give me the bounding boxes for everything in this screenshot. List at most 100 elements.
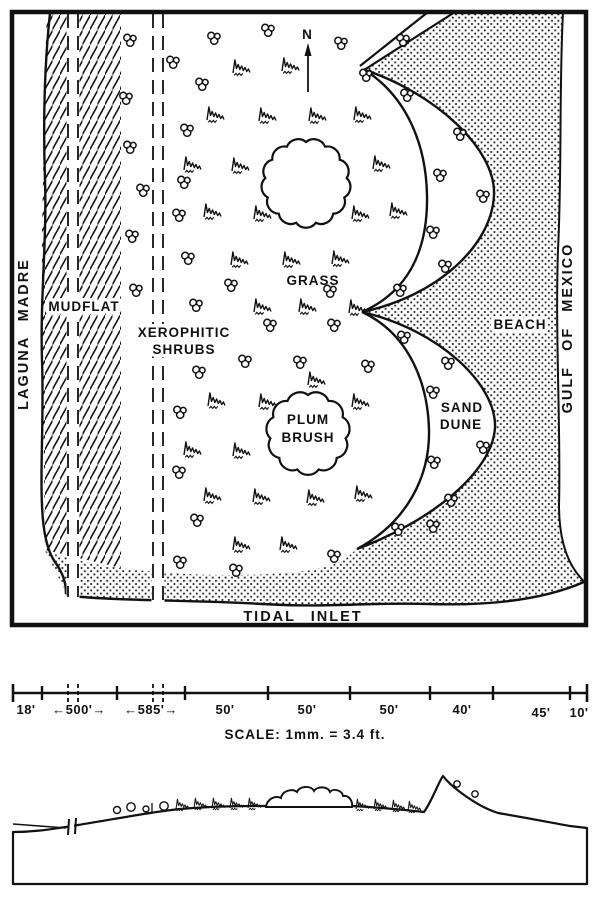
- shrub-symbol: [123, 140, 137, 155]
- scale-segment-label: 10': [569, 705, 588, 720]
- shrub-symbol: [229, 563, 243, 578]
- shrub-symbol: [361, 359, 375, 374]
- sand-dune-label-2: DUNE: [440, 417, 482, 432]
- grass-symbol: [258, 107, 277, 125]
- grass-symbol: [279, 536, 298, 554]
- shrub-symbol: [263, 318, 277, 333]
- scale-segment-label: ←585'→: [124, 702, 178, 717]
- scale-bar-break-marks: [67, 684, 164, 702]
- profile-break-tick: [74, 817, 77, 835]
- shrub-symbol: [192, 365, 206, 380]
- scale-segment-label: 40': [452, 702, 471, 717]
- boundary-channel-1: [66, 14, 80, 598]
- shrub-symbol: [129, 283, 143, 298]
- profile-dune-shrub: [453, 780, 461, 788]
- shrub-symbol: [189, 298, 203, 313]
- scale-segment-label: 45': [531, 705, 550, 720]
- north-arrow: N: [302, 27, 312, 92]
- laguna-madre-label: LAGUNA MADRE: [16, 258, 32, 410]
- shrub-symbol: [261, 23, 275, 38]
- shrub-symbol: [327, 318, 341, 333]
- grass-symbol: [183, 441, 202, 459]
- grass-symbol: [206, 106, 225, 124]
- grass-symbol: [252, 488, 271, 506]
- scale-segment-label: ←500'→: [52, 702, 106, 717]
- grass-symbol: [230, 251, 249, 269]
- plum-brush-circle: [265, 391, 351, 476]
- plum-brush-label-2: BRUSH: [281, 430, 334, 445]
- sand-dune-label-1: SAND: [441, 400, 483, 415]
- beach-label: BEACH: [493, 317, 546, 332]
- profile-shrub: [112, 805, 122, 815]
- profile-dune-shrub: [471, 790, 479, 798]
- shrub-symbol: [359, 68, 373, 83]
- grass-symbol: [281, 57, 300, 75]
- profile-shrub: [159, 801, 169, 811]
- lower-crescent-dune: [356, 310, 497, 551]
- grass-symbol: [331, 250, 350, 268]
- shrub-symbol: [172, 208, 186, 223]
- shrub-symbol: [224, 278, 238, 293]
- grass-symbol: [183, 156, 202, 174]
- shrub-symbol: [334, 36, 348, 51]
- grass-symbol: [353, 106, 372, 124]
- grass-symbol: [307, 371, 326, 389]
- scale-segment-label: 50': [297, 702, 316, 717]
- grass-symbol: [232, 59, 251, 77]
- cross-section-profile: [11, 774, 589, 886]
- shrub-symbol: [190, 513, 204, 528]
- bare-patch-circle: [260, 138, 352, 229]
- shrub-symbol: [123, 33, 137, 48]
- shrub-symbol: [136, 183, 150, 198]
- mudflat-label: MUDFLAT: [48, 299, 119, 314]
- gulf-of-mexico-label: GULF OF MEXICO: [560, 243, 576, 414]
- shrub-symbol: [327, 549, 341, 564]
- grass-symbol: [203, 203, 222, 221]
- map-frame: [9, 9, 589, 628]
- shrub-symbol: [166, 55, 180, 70]
- grass-symbol: [389, 202, 408, 220]
- grass-symbol: [258, 393, 277, 411]
- shrub-symbol: [125, 229, 139, 244]
- top-dune-sliver: [359, 11, 429, 67]
- gulf-shoreline: [556, 11, 585, 583]
- shrub-symbol: [177, 175, 191, 190]
- grass-symbol: [298, 298, 317, 316]
- shrub-symbol: [172, 465, 186, 480]
- boundary-channel-2: [151, 545, 165, 602]
- mudflat-region: [41, 14, 121, 568]
- shrub-symbol: [238, 354, 252, 369]
- grass-symbol: [253, 298, 272, 316]
- north-label: N: [302, 27, 312, 42]
- grass-symbol: [282, 251, 301, 269]
- shrub-symbol: [173, 405, 187, 420]
- profile-break-tick: [67, 818, 70, 836]
- grass-symbol: [203, 487, 222, 505]
- shrub-symbol: [119, 91, 133, 106]
- profile-break-gap: [68, 822, 74, 831]
- scale-segment-label: 18': [16, 702, 35, 717]
- grass-symbol: [351, 205, 370, 223]
- shrub-symbol: [293, 355, 307, 370]
- grass-symbol: [308, 107, 327, 125]
- grass-symbol: [372, 155, 391, 173]
- profile-shrub: [126, 802, 136, 812]
- north-arrowhead: [304, 43, 312, 56]
- profile-water-line: [12, 823, 67, 829]
- beach-region: [45, 12, 584, 606]
- shrub-symbol: [207, 31, 221, 46]
- shrub-symbol: [173, 555, 187, 570]
- profile-brush-mound: [264, 786, 354, 808]
- shrub-symbol: [180, 123, 194, 138]
- island-map: N LAGUNA MADRE MUDFLAT XEROPHITIC SHRUBS…: [9, 9, 589, 628]
- shrub-symbol: [195, 77, 209, 92]
- scale-segment-label: 50': [379, 702, 398, 717]
- scale-bar: 18' ←500'→ ←585'→ 50' 50' 50' 40' 45' 10…: [11, 684, 589, 742]
- profile-outline: [11, 774, 589, 886]
- grass-symbol: [351, 393, 370, 411]
- tidal-inlet-label: TIDAL INLET: [243, 609, 362, 625]
- scale-bar-ticks: [40, 686, 572, 700]
- xerophitic-shrubs-label-1: XEROPHITIC: [138, 325, 231, 340]
- scale-segment-label: 50': [215, 702, 234, 717]
